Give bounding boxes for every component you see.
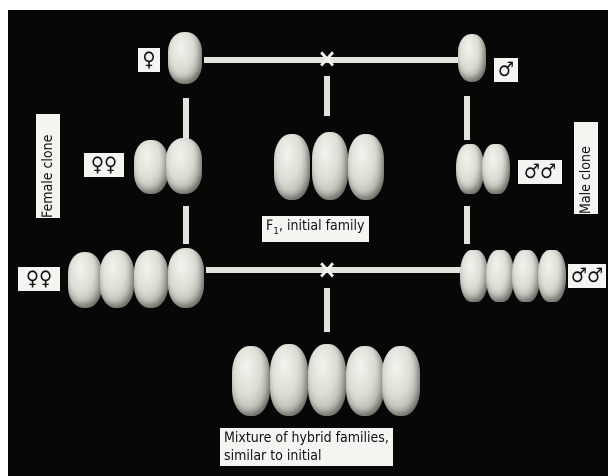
- male-clone-cocoon: [482, 144, 510, 194]
- hybrid-family-cocoon: [382, 346, 420, 416]
- male-generation-cocoon: [486, 250, 514, 302]
- female-generation-cocoon: [100, 250, 134, 308]
- female-clone-label: Female clone: [36, 114, 60, 218]
- female-clone-cocoon: [134, 140, 168, 194]
- female-parent-cocoon: [168, 32, 202, 84]
- mixture-caption-line-2: similar to initial: [224, 447, 389, 465]
- hybrid-family-cocoon: [346, 346, 384, 416]
- f1-family-cocoon: [274, 134, 310, 200]
- male-generation-cocoon: [512, 250, 540, 302]
- female-clone-cocoon: [166, 138, 202, 194]
- female-generation-cocoon: [68, 252, 102, 308]
- female-generation-cocoon: [134, 250, 168, 308]
- f1-initial-family-label: F1, initial family: [262, 216, 369, 242]
- center-vertical-line-lower: [324, 288, 330, 332]
- right-vertical-line-upper: [464, 96, 470, 140]
- f1-family-cocoon: [312, 132, 348, 200]
- female-pair-symbol-label: ♀♀: [18, 267, 60, 291]
- male-symbol-label: ♂: [494, 58, 518, 82]
- center-vertical-line-upper: [324, 76, 330, 116]
- male-clone-cocoon: [456, 144, 484, 194]
- cocoon-breeding-diagram: × × ♀ ♂ ♀♀ F1, initial family ♂♂ Female …: [8, 10, 608, 476]
- female-generation-cocoon: [168, 248, 204, 308]
- female-symbol-label: ♀: [138, 48, 160, 72]
- left-vertical-line-lower: [183, 206, 189, 244]
- hybrid-family-cocoon: [308, 344, 346, 416]
- male-pair-symbol-label: ♂♂: [568, 264, 606, 288]
- male-parent-cocoon: [458, 34, 486, 82]
- f1-family-cocoon: [348, 134, 384, 200]
- male-pair-symbol-label: ♂♂: [518, 160, 562, 184]
- left-vertical-line-upper: [183, 98, 189, 140]
- female-pair-symbol-label: ♀♀: [84, 153, 124, 177]
- mixture-hybrid-families-label: Mixture of hybrid families, similar to i…: [220, 428, 393, 466]
- male-clone-label: Male clone: [574, 122, 598, 214]
- top-cross-symbol: ×: [314, 46, 340, 72]
- hybrid-family-cocoon: [232, 346, 270, 416]
- male-generation-cocoon: [460, 250, 488, 302]
- hybrid-family-cocoon: [270, 344, 308, 416]
- right-vertical-line-lower: [464, 206, 470, 244]
- bottom-cross-symbol: ×: [314, 257, 340, 283]
- mixture-caption-line-1: Mixture of hybrid families,: [224, 429, 389, 447]
- male-generation-cocoon: [538, 250, 566, 302]
